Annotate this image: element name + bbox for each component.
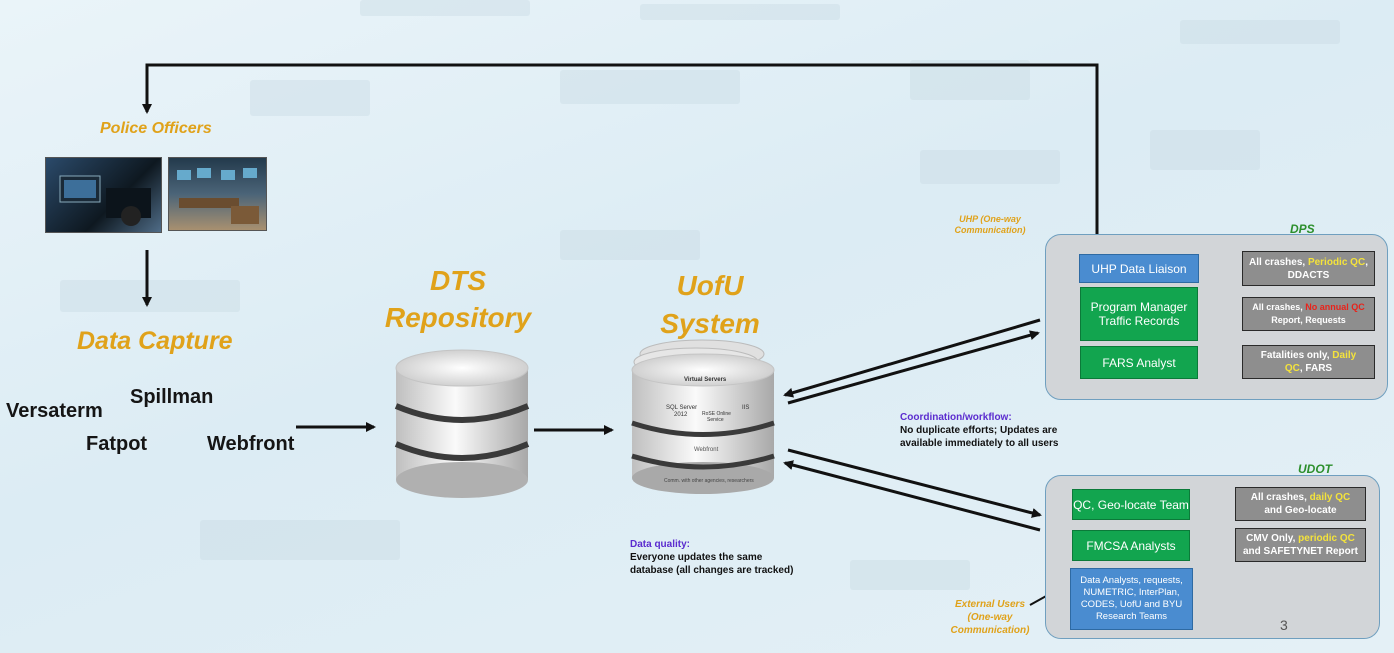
quality-line2: database (all changes are tracked) <box>630 565 794 576</box>
page-number: 3 <box>1280 617 1288 633</box>
uhp-label-line2: Communication) <box>954 225 1026 235</box>
dps-output-2: All crashes, No annual QC Report, Reques… <box>1242 297 1375 331</box>
fars-analyst-box: FARS Analyst <box>1080 346 1198 379</box>
source-spillman: Spillman <box>130 386 214 408</box>
udot-out2-b: periodic QC <box>1298 533 1355 544</box>
dps-out2-b: No annual QC <box>1305 302 1365 312</box>
dps-out3-a: Fatalities only, <box>1260 350 1333 361</box>
dts-title-line2: Repository <box>384 302 532 333</box>
udot-out2-a: CMV Only, <box>1246 533 1299 544</box>
uhp-label-line1: UHP (One-way <box>959 214 1021 224</box>
qc-geolocate-box: QC, Geo-locate Team <box>1072 489 1190 520</box>
uhp-data-liaison-box: UHP Data Liaison <box>1079 254 1199 283</box>
ext-line4: Research Teams <box>1095 611 1168 622</box>
program-manager-box: Program Manager Traffic Records <box>1080 287 1198 341</box>
udot-out1-a: All crashes, <box>1250 492 1310 503</box>
server-stack-icon <box>631 339 775 494</box>
dps-out1-d: DDACTS <box>1287 269 1330 281</box>
quality-title: Data quality: <box>630 539 691 550</box>
ext-line3: CODES, UofU and BYU <box>1080 599 1183 610</box>
external-label-line3: Communication) <box>950 625 1030 636</box>
dps-out2-a: All crashes, <box>1252 302 1306 312</box>
dps-title: DPS <box>1290 222 1315 236</box>
uofu-title-line1: UofU <box>676 270 744 301</box>
police-officers-title: Police Officers <box>100 120 212 137</box>
police-car-photo <box>45 157 162 233</box>
udot-output-1: All crashes, daily QC and Geo-locate <box>1235 487 1366 521</box>
dps-out3-d: , FARS <box>1299 363 1333 374</box>
quality-note: Data quality: Everyone updates the same … <box>630 538 793 577</box>
uofu-title-line2: System <box>660 308 760 339</box>
coordination-line1: No duplicate efforts; Updates are <box>900 425 1058 436</box>
udot-out1-c: and Geo-locate <box>1264 505 1337 516</box>
server-label-service: Service <box>707 417 724 423</box>
udot-out1-b: daily QC <box>1309 492 1351 503</box>
server-label-comm: Comm. with other agencies, researchers <box>664 478 754 484</box>
udot-out2-c: and SAFETYNET Report <box>1242 546 1358 557</box>
source-webfront: Webfront <box>207 433 295 455</box>
external-label-line2: (One-way <box>967 612 1013 623</box>
dps-out3-c: QC <box>1284 363 1300 374</box>
coordination-title: Coordination/workflow: <box>900 412 1012 423</box>
program-manager-line1: Program Manager <box>1090 300 1188 314</box>
external-label-line1: External Users <box>954 599 1026 610</box>
server-label-sql-version: 2012 <box>674 412 688 418</box>
database-icon <box>394 349 530 498</box>
coordination-note: Coordination/workflow: No duplicate effo… <box>900 411 1058 450</box>
udot-output-2: CMV Only, periodic QC and SAFETYNET Repo… <box>1235 528 1366 562</box>
dps-out1-b: Periodic QC <box>1307 256 1366 268</box>
dps-output-1: All crashes, Periodic QC, DDACTS <box>1242 251 1375 286</box>
data-capture-title: Data Capture <box>77 327 233 355</box>
fmcsa-analysts-box: FMCSA Analysts <box>1072 530 1190 561</box>
dps-output-3: Fatalities only, Daily QC, FARS <box>1242 345 1375 379</box>
server-label-inet: RoSE Online <box>702 411 731 417</box>
dps-out1-c: , <box>1365 256 1368 268</box>
dps-out1-a: All crashes, <box>1249 256 1308 268</box>
source-versaterm: Versaterm <box>6 400 103 422</box>
server-label-virtual: Virtual Servers <box>684 377 727 383</box>
server-label-web: Webfront <box>694 447 719 453</box>
server-label-iis: IIS <box>742 405 750 411</box>
dts-title-line1: DTS <box>430 265 486 296</box>
coordination-line2: available immediately to all users <box>900 438 1059 449</box>
program-manager-line2: Traffic Records <box>1098 314 1180 328</box>
ext-line1: Data Analysts, requests, <box>1080 575 1183 586</box>
external-users-box: Data Analysts, requests, NUMETRIC, Inter… <box>1070 568 1193 630</box>
dispatch-room-photo <box>168 157 267 231</box>
dps-out2-c: Report, Requests <box>1271 315 1346 325</box>
quality-line1: Everyone updates the same <box>630 552 763 563</box>
server-label-sql: SQL Server <box>666 405 698 411</box>
source-fatpot: Fatpot <box>86 433 148 455</box>
external-users-label: External Users (One-way Communication) <box>940 598 1040 637</box>
uhp-label: UHP (One-way Communication) <box>940 214 1040 236</box>
ext-line2: NUMETRIC, InterPlan, <box>1083 587 1180 598</box>
dps-out3-b: Daily <box>1332 350 1357 361</box>
udot-title: UDOT <box>1298 462 1332 476</box>
